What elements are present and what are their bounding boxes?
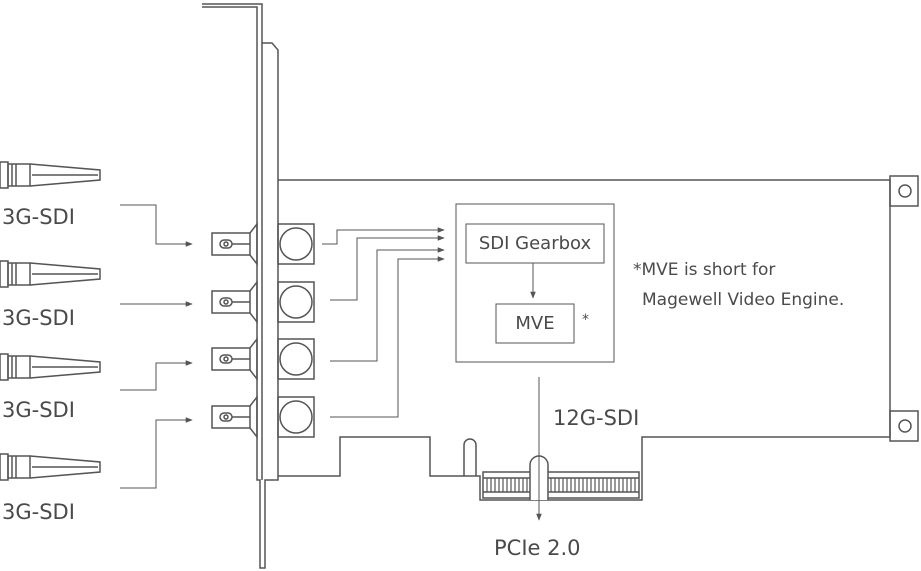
12g-sdi-label: 12G-SDI bbox=[553, 406, 640, 430]
connector-housing bbox=[277, 338, 315, 380]
bnc-connector bbox=[211, 221, 258, 267]
bnc-connector bbox=[211, 279, 258, 325]
bnc-connector bbox=[211, 394, 258, 440]
pcie-edge-connector bbox=[463, 438, 640, 500]
processing-unit-box bbox=[455, 203, 615, 363]
mve-footnote-marker: * bbox=[582, 312, 589, 328]
signal-arrow bbox=[322, 227, 445, 245]
connector-housing bbox=[277, 223, 315, 265]
input-label: 3G-SDI bbox=[2, 500, 75, 524]
mve-box bbox=[495, 303, 575, 344]
mounting-hole-top bbox=[889, 175, 919, 207]
input-arrow bbox=[120, 360, 193, 391]
pcie-bracket bbox=[202, 3, 279, 569]
connector-housing bbox=[277, 281, 315, 323]
pcie-label: PCIe 2.0 bbox=[494, 536, 581, 560]
sdi-cable-icon bbox=[0, 260, 101, 288]
sdi-cable-icon bbox=[0, 353, 101, 381]
signal-arrow bbox=[330, 247, 445, 362]
sdi-cable-icon bbox=[0, 453, 101, 481]
mounting-hole-bottom bbox=[889, 410, 919, 442]
connector-housing bbox=[277, 396, 315, 438]
input-arrow bbox=[120, 417, 193, 489]
input-label: 3G-SDI bbox=[2, 398, 75, 422]
signal-arrow bbox=[330, 235, 445, 301]
sdi-gearbox-label: SDI Gearbox bbox=[478, 233, 592, 254]
input-label: 3G-SDI bbox=[2, 306, 75, 330]
input-label: 3G-SDI bbox=[2, 205, 75, 229]
bnc-connector bbox=[211, 336, 258, 382]
footnote-line-1: *MVE is short for bbox=[633, 260, 776, 280]
circuit-board bbox=[278, 179, 891, 501]
mve-label: MVE bbox=[515, 313, 555, 334]
sdi-cable-icon bbox=[0, 161, 101, 189]
footnote-line-2: Magewell Video Engine. bbox=[642, 290, 845, 310]
input-arrow bbox=[120, 204, 193, 247]
signal-arrow bbox=[330, 256, 445, 418]
sdi-gearbox-box bbox=[465, 223, 605, 264]
